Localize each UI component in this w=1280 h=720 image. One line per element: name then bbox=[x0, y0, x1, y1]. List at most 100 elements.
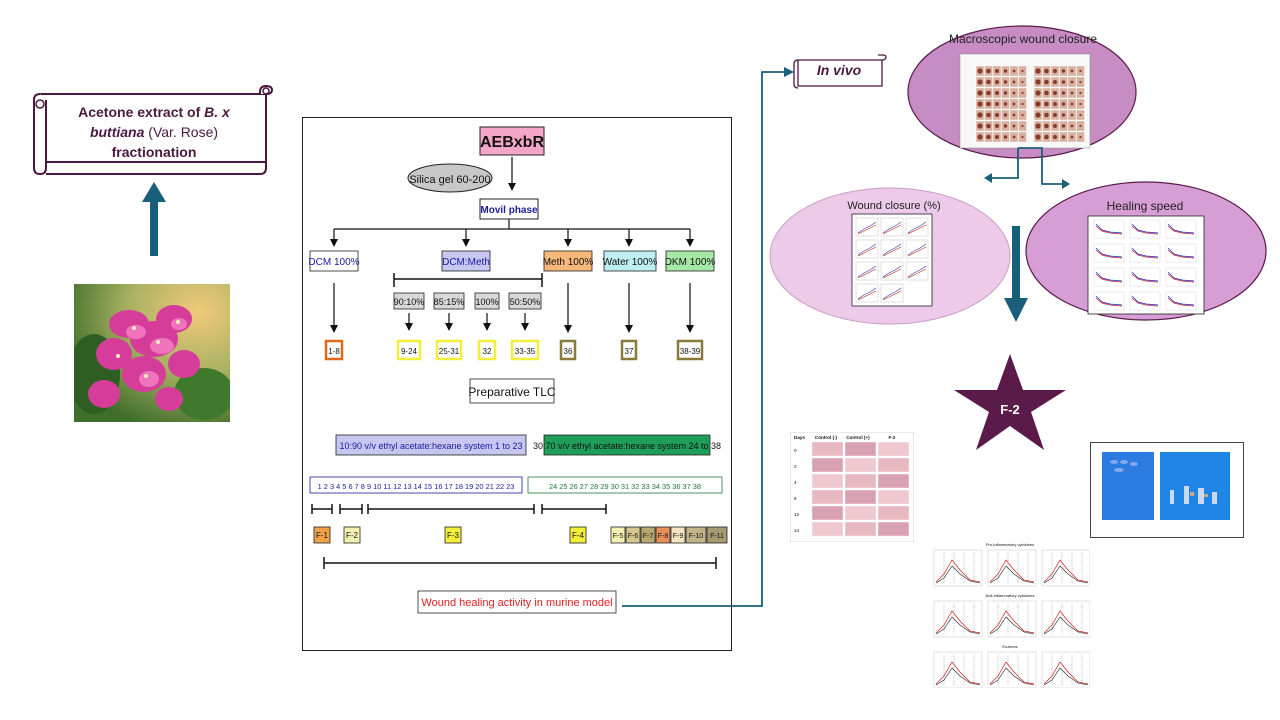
macro-wound-spot bbox=[995, 69, 999, 73]
wound-closure-ellipse bbox=[769, 187, 1011, 325]
macro-wound-spot bbox=[1012, 124, 1016, 128]
macro-wound-spot bbox=[1003, 113, 1008, 117]
hist-day-label: 4 bbox=[794, 480, 797, 485]
f-label-10: F-10 bbox=[689, 533, 704, 540]
macro-wound-spot bbox=[1003, 124, 1008, 128]
cytokine-line-b bbox=[935, 616, 981, 635]
macro-wound-spot bbox=[1079, 91, 1082, 95]
macro-wound-spot bbox=[1021, 91, 1024, 95]
macro-wound-spot bbox=[977, 68, 983, 74]
split-arrow bbox=[984, 147, 1070, 189]
hist-header-control-neg: Control (-) bbox=[815, 435, 838, 440]
wound-closure-line-b bbox=[882, 224, 902, 235]
wound-closure-line-b bbox=[907, 246, 927, 257]
macro-wound-spot bbox=[1061, 102, 1066, 106]
hist-micrograph bbox=[811, 473, 844, 489]
wound-closure-mini-chart bbox=[855, 261, 879, 281]
connector-arrow bbox=[622, 67, 794, 607]
healing-speed-line-a bbox=[1167, 223, 1195, 234]
healing-speed-line-a bbox=[1131, 223, 1159, 234]
up-arrow bbox=[142, 182, 166, 256]
hist-micrograph bbox=[811, 505, 844, 521]
macro-wound-spot bbox=[1003, 135, 1008, 139]
macro-wound-spot bbox=[1044, 112, 1049, 118]
invivo-label: In vivo bbox=[816, 62, 862, 78]
cytokine-charts: Pro-inflammatory cytokines Anti-inflamma… bbox=[933, 542, 1090, 688]
wound-closure-mini-chart bbox=[880, 283, 904, 303]
macro-wound-spot bbox=[977, 134, 983, 140]
healing-speed-mini-chart bbox=[1093, 291, 1125, 311]
wound-closure-line-a bbox=[857, 221, 877, 234]
macro-wound-spot bbox=[1021, 102, 1024, 106]
healing-speed-ellipse bbox=[1025, 181, 1267, 321]
healing-speed-line-a bbox=[1167, 247, 1195, 258]
macro-wound-spot bbox=[1044, 90, 1049, 96]
ratio-100: 100% bbox=[475, 297, 498, 307]
macro-wound-spot bbox=[995, 91, 999, 95]
healing-speed-mini-chart bbox=[1129, 291, 1161, 311]
wound-closure-line-a bbox=[907, 221, 927, 234]
cytokine-line-b bbox=[1043, 667, 1089, 686]
macro-wound-spot bbox=[977, 79, 983, 85]
wound-closure-mini-chart bbox=[880, 217, 904, 237]
hist-header-days: Days bbox=[794, 435, 805, 440]
macro-wound-spot bbox=[1053, 91, 1057, 95]
f-label-8: F-8 bbox=[658, 533, 669, 540]
cytokine-title-pro: Pro-inflammatory cytokines bbox=[986, 542, 1034, 547]
star-f2: F-2 bbox=[954, 354, 1066, 450]
histology-table: Days Control (-) Control (+) F-2 0248121… bbox=[790, 432, 914, 542]
macro-wound-spot bbox=[1012, 102, 1016, 106]
wound-closure-mini-chart bbox=[855, 239, 879, 259]
f-label-11: F-11 bbox=[710, 533, 724, 540]
macro-wound-spot bbox=[1053, 135, 1057, 139]
healing-speed-line-b bbox=[1095, 297, 1123, 307]
macro-wound-spot bbox=[986, 101, 991, 107]
macro-wound-spot bbox=[1070, 102, 1074, 106]
macro-wound-spot bbox=[995, 80, 999, 84]
healing-speed-mini-chart bbox=[1093, 267, 1125, 287]
fraction-38-39: 38-39 bbox=[680, 347, 701, 356]
macro-wound-spot bbox=[1044, 101, 1049, 107]
hist-day-label: 14 bbox=[794, 528, 800, 533]
macro-wound-spot bbox=[1021, 113, 1024, 117]
healing-speed-mini-chart bbox=[1165, 291, 1197, 311]
cytokine-title-anti: Anti-inflammatory cytokines bbox=[986, 593, 1035, 598]
hist-micrograph bbox=[844, 457, 877, 473]
healing-speed-line-b bbox=[1131, 273, 1159, 283]
macro-wound-spot bbox=[1079, 69, 1082, 73]
wound-closure-mini-chart bbox=[855, 283, 879, 303]
wound-closure-line-b bbox=[882, 246, 902, 257]
healing-speed-line-b bbox=[1131, 225, 1159, 235]
healing-speed-line-a bbox=[1095, 295, 1123, 306]
wound-closure-line-b bbox=[857, 290, 877, 301]
cytokine-line-a bbox=[1043, 610, 1089, 634]
healing-speed-mini-chart bbox=[1165, 243, 1197, 263]
macro-wound-spot bbox=[995, 135, 999, 139]
wound-closure-title: Wound closure (%) bbox=[847, 200, 941, 212]
macro-wound-spot bbox=[1035, 101, 1041, 107]
hist-micrograph bbox=[844, 505, 877, 521]
macro-wound-spot bbox=[1061, 80, 1066, 84]
macro-wound-spot bbox=[977, 123, 983, 129]
wound-closure-line-a bbox=[857, 265, 877, 278]
macro-wound-spot bbox=[1061, 91, 1066, 95]
fraction-36: 36 bbox=[564, 347, 573, 356]
hist-micrograph bbox=[811, 521, 844, 537]
hist-micrograph bbox=[811, 489, 844, 505]
hist-micrograph bbox=[877, 489, 910, 505]
hist-micrograph bbox=[844, 473, 877, 489]
healing-speed-line-b bbox=[1095, 249, 1123, 259]
wound-closure-line-a bbox=[857, 243, 877, 256]
macro-wound-spot bbox=[1044, 123, 1049, 129]
macro-wound-spot bbox=[1079, 113, 1082, 117]
node-movil-phase: Movil phase bbox=[480, 205, 538, 216]
macro-wound-spot bbox=[1012, 69, 1016, 73]
macro-wound-spot bbox=[1079, 102, 1082, 106]
hist-micrograph bbox=[811, 457, 844, 473]
macro-wound-spot bbox=[1079, 124, 1082, 128]
healing-speed-line-a bbox=[1131, 295, 1159, 306]
fraction-32: 32 bbox=[483, 347, 492, 356]
cytokine-line-a bbox=[989, 661, 1035, 685]
tlc-plates bbox=[1102, 452, 1230, 520]
f-label-4: F-4 bbox=[572, 531, 585, 540]
